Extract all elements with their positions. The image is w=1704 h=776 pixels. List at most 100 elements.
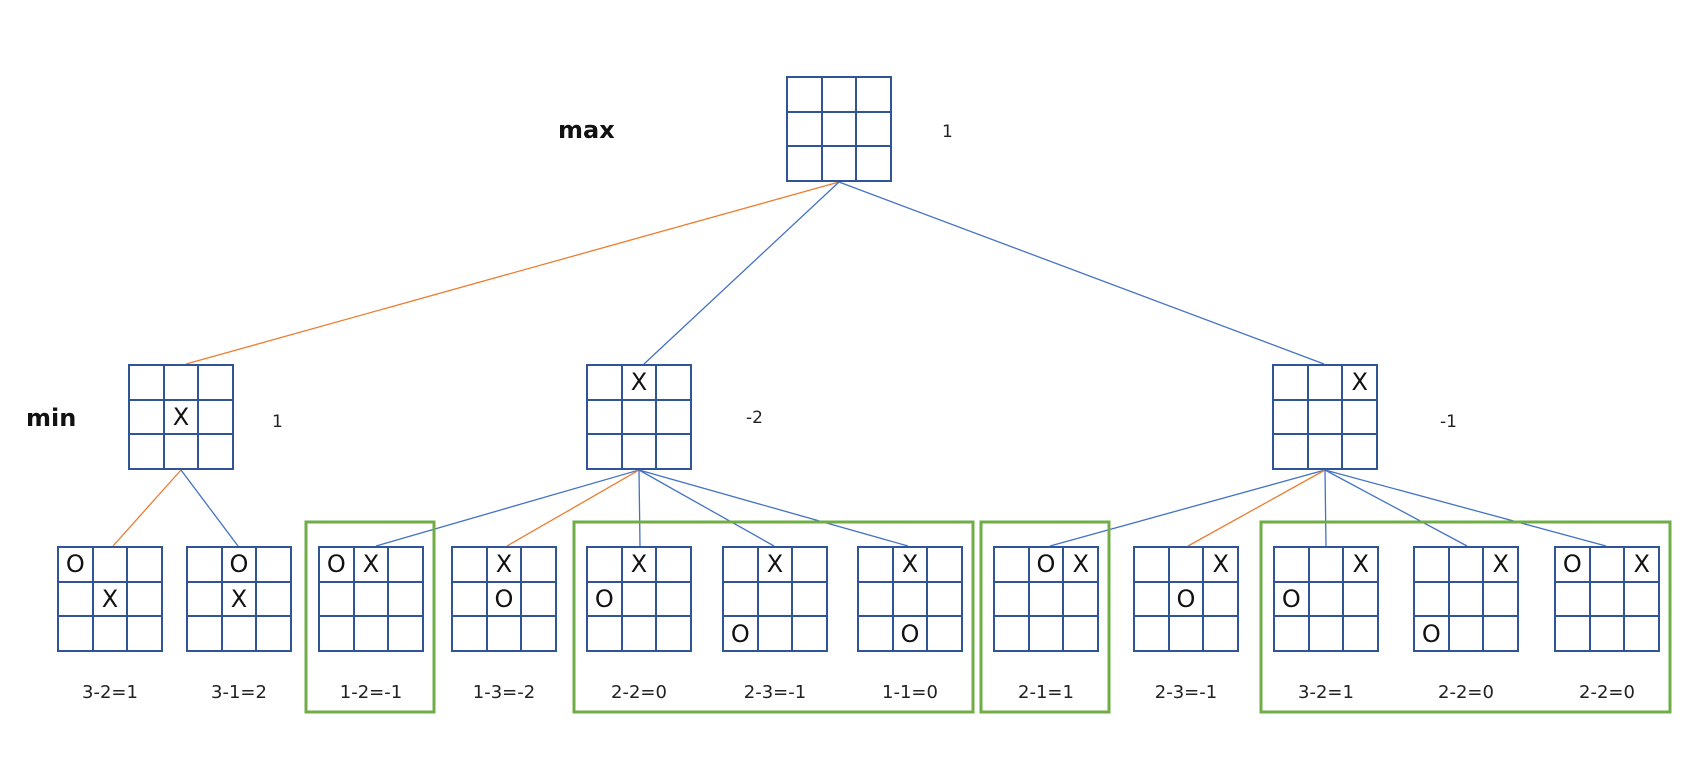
- leaf-score-1: 3-2=1: [82, 682, 138, 703]
- edge-min-to-leaf-2: [180, 469, 239, 547]
- board-cell: [1483, 581, 1518, 617]
- min-board-2: X: [586, 364, 692, 470]
- edge-min-to-leaf-4: [506, 469, 640, 547]
- board-cell: [792, 616, 827, 651]
- board-cell: O: [58, 547, 93, 582]
- edge-min-to-leaf-12: [1324, 469, 1607, 547]
- board-cell: [1063, 581, 1098, 617]
- board-cell: [1028, 616, 1064, 651]
- board-cell: O: [1168, 581, 1204, 617]
- board-cell: X: [621, 547, 657, 582]
- board-cell: [1555, 581, 1590, 617]
- board-cell: [1307, 365, 1343, 400]
- board-cell: [621, 434, 657, 469]
- board-cell: [927, 581, 962, 617]
- board-cell: [821, 111, 857, 147]
- edge-min-to-leaf-9: [1187, 469, 1326, 547]
- board-cell: [656, 616, 691, 651]
- board-cell: [521, 581, 556, 617]
- board-cell: X: [1483, 547, 1518, 582]
- board-cell: X: [621, 365, 657, 400]
- edge-min-to-leaf-8: [1049, 469, 1326, 547]
- board-cell: [656, 581, 691, 617]
- board-cell: [1589, 616, 1625, 651]
- board-cell: [656, 434, 691, 469]
- board-cell: [58, 616, 93, 651]
- board-cell: [521, 616, 556, 651]
- board-cell: X: [757, 547, 793, 582]
- board-cell: [163, 365, 199, 400]
- board-cell: [486, 616, 522, 651]
- board-cell: [1273, 365, 1308, 400]
- board-cell: [1274, 616, 1309, 651]
- board-cell: [1134, 616, 1169, 651]
- edge-root-to-min-1: [185, 181, 840, 365]
- min-board-3: X: [1272, 364, 1378, 470]
- edge-min-to-leaf-5: [638, 469, 641, 547]
- board-cell: [1414, 547, 1449, 582]
- board-cell: [198, 365, 233, 400]
- board-cell: [1203, 581, 1238, 617]
- board-cell: O: [723, 616, 758, 651]
- board-cell: O: [1555, 547, 1590, 582]
- board-cell: [821, 77, 857, 112]
- board-cell: [187, 616, 222, 651]
- board-cell: [353, 616, 389, 651]
- leaf-score-5: 2-2=0: [611, 682, 667, 703]
- board-cell: X: [353, 547, 389, 582]
- board-cell: [757, 581, 793, 617]
- board-cell: X: [163, 399, 199, 435]
- board-cell: [1307, 434, 1343, 469]
- max-level-label: max: [558, 116, 615, 144]
- board-cell: [1343, 616, 1378, 651]
- board-cell: [256, 581, 291, 617]
- board-cell: [1624, 616, 1659, 651]
- board-cell: [621, 399, 657, 435]
- board-cell: O: [1274, 581, 1309, 617]
- board-cell: X: [1624, 547, 1659, 582]
- board-cell: [521, 547, 556, 582]
- board-cell: [92, 547, 128, 582]
- board-cell: [656, 399, 691, 435]
- board-cell: O: [892, 616, 928, 651]
- leaf-score-2: 3-1=2: [211, 682, 267, 703]
- min-value-2: -2: [746, 408, 763, 428]
- leaf-score-12: 2-2=0: [1579, 682, 1635, 703]
- board-cell: [319, 616, 354, 651]
- board-cell: [587, 399, 622, 435]
- board-cell: [388, 581, 423, 617]
- board-cell: [787, 146, 822, 181]
- board-cell: [187, 547, 222, 582]
- edge-root-to-min-3: [838, 181, 1325, 365]
- pruned-group-box-2: [572, 520, 975, 714]
- edge-min-to-leaf-7: [638, 469, 909, 547]
- min-value-3: -1: [1440, 412, 1457, 432]
- board-cell: [1134, 581, 1169, 617]
- board-cell: [858, 616, 893, 651]
- board-cell: X: [221, 581, 257, 617]
- board-cell: O: [587, 581, 622, 617]
- board-cell: [1063, 616, 1098, 651]
- board-cell: [1168, 616, 1204, 651]
- leaf-score-8: 2-1=1: [1018, 682, 1074, 703]
- pruned-group-box-4: [1259, 520, 1672, 714]
- min-value-1: 1: [272, 412, 283, 432]
- board-cell: [452, 547, 487, 582]
- board-cell: [927, 547, 962, 582]
- edge-min-to-leaf-6: [638, 469, 775, 547]
- pruned-group-box-3: [979, 520, 1111, 714]
- board-cell: [994, 581, 1029, 617]
- board-cell: [621, 581, 657, 617]
- board-cell: [856, 77, 891, 112]
- board-cell: [1308, 616, 1344, 651]
- board-cell: [1483, 616, 1518, 651]
- board-cell: [127, 581, 162, 617]
